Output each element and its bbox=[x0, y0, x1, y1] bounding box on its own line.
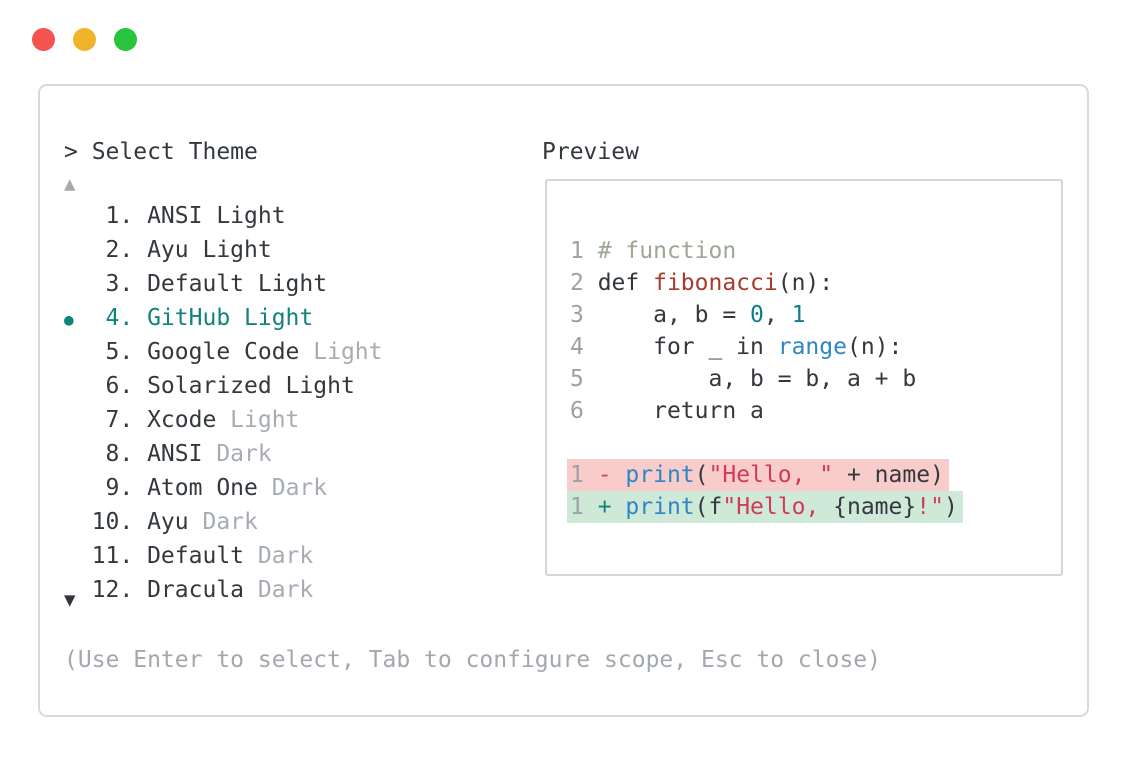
token-plain: for _ in bbox=[597, 334, 778, 360]
line-number: 2 bbox=[570, 270, 598, 296]
marker-space bbox=[64, 270, 78, 302]
theme-option-4[interactable]: ● 4. GitHub Light bbox=[64, 302, 383, 336]
token-comment: # function bbox=[597, 238, 737, 264]
marker-space bbox=[64, 508, 78, 540]
marker-space bbox=[64, 440, 78, 472]
token-sign-removed: - bbox=[597, 462, 626, 488]
zoom-button[interactable] bbox=[114, 28, 137, 51]
token-plain: (f bbox=[694, 494, 723, 520]
token-plain: , bbox=[763, 302, 792, 328]
minimize-button[interactable] bbox=[73, 28, 96, 51]
marker-space bbox=[64, 406, 78, 438]
code-line: 5 a, b = b, a + b bbox=[570, 363, 1061, 395]
theme-variant: Light bbox=[313, 339, 383, 365]
code-line: 6 return a bbox=[570, 395, 1061, 427]
token-sign-added: + bbox=[597, 494, 626, 520]
line-number: 3 bbox=[570, 302, 598, 328]
theme-list: 1. ANSI Light 2. Ayu Light 3. Default Li… bbox=[64, 200, 383, 608]
line-number: 1 bbox=[570, 462, 598, 488]
theme-option-3[interactable]: 3. Default Light bbox=[64, 268, 383, 302]
token-plain: (n): bbox=[846, 334, 903, 360]
selected-bullet-icon: ● bbox=[64, 310, 74, 329]
token-plain: + name) bbox=[833, 462, 944, 488]
marker-space bbox=[64, 338, 78, 370]
theme-option-8[interactable]: 8. ANSI Dark bbox=[64, 438, 383, 472]
token-plain: a, b = bbox=[597, 302, 751, 328]
theme-variant: Dark bbox=[216, 441, 272, 467]
token-string: "Hello, " bbox=[708, 462, 834, 488]
theme-variant: Dark bbox=[257, 577, 314, 603]
marker-space bbox=[64, 236, 78, 268]
traffic-lights bbox=[32, 28, 137, 51]
theme-option-1[interactable]: 1. ANSI Light bbox=[64, 200, 383, 234]
theme-picker-panel: > Select Theme ▲ 1. ANSI Light 2. Ayu Li… bbox=[38, 84, 1089, 717]
line-number: 1 bbox=[570, 494, 598, 520]
select-theme-prompt: > Select Theme bbox=[64, 139, 258, 165]
scroll-up-icon[interactable]: ▲ bbox=[64, 173, 76, 195]
theme-option-10[interactable]: 10. Ayu Dark bbox=[64, 506, 383, 540]
preview-label: Preview bbox=[542, 139, 639, 165]
token-plain: (n): bbox=[777, 270, 834, 296]
marker-space bbox=[64, 542, 78, 574]
theme-option-5[interactable]: 5. Google Code Light bbox=[64, 336, 383, 370]
theme-variant: Dark bbox=[271, 475, 328, 501]
theme-option-7[interactable]: 7. Xcode Light bbox=[64, 404, 383, 438]
token-plain: a, b = b, a + b bbox=[597, 366, 917, 392]
token-plain: def bbox=[597, 270, 654, 296]
theme-variant: Dark bbox=[202, 509, 258, 535]
token-builtin: print bbox=[625, 494, 695, 520]
diff-line-added: 1 + print(f"Hello, {name}!") bbox=[567, 491, 1061, 523]
theme-option-12[interactable]: 12. Dracula Dark bbox=[64, 574, 383, 608]
code-line: 4 for _ in range(n): bbox=[570, 331, 1061, 363]
theme-variant: Dark bbox=[257, 543, 314, 569]
code-line: 2 def fibonacci(n): bbox=[570, 267, 1061, 299]
token-number: 0 bbox=[750, 302, 764, 328]
line-number: 4 bbox=[570, 334, 598, 360]
token-string: "Hello, bbox=[722, 494, 834, 520]
theme-option-2[interactable]: 2. Ayu Light bbox=[64, 234, 383, 268]
token-string: !" bbox=[916, 494, 944, 520]
token-plain: return a bbox=[597, 398, 764, 424]
code-line: 1 # function bbox=[570, 235, 1061, 267]
close-button[interactable] bbox=[32, 28, 55, 51]
token-number: 1 bbox=[791, 302, 806, 328]
token-plain: {name} bbox=[833, 494, 917, 520]
marker-space bbox=[64, 474, 78, 506]
line-number: 1 bbox=[570, 238, 598, 264]
theme-variant: Light bbox=[230, 407, 300, 433]
scroll-down-icon[interactable]: ▼ bbox=[64, 589, 76, 611]
marker-space bbox=[64, 202, 78, 234]
token-builtin: print bbox=[625, 462, 695, 488]
line-number: 6 bbox=[570, 398, 598, 424]
token-plain: ) bbox=[943, 494, 958, 520]
theme-option-11[interactable]: 11. Default Dark bbox=[64, 540, 383, 574]
theme-option-9[interactable]: 9. Atom One Dark bbox=[64, 472, 383, 506]
line-number: 5 bbox=[570, 366, 598, 392]
marker-space bbox=[64, 372, 78, 404]
diff-line-removed: 1 - print("Hello, " + name) bbox=[567, 459, 1061, 491]
keyboard-hint: (Use Enter to select, Tab to configure s… bbox=[64, 647, 881, 673]
token-builtin: range bbox=[777, 334, 847, 360]
code-line: 3 a, b = 0, 1 bbox=[570, 299, 1061, 331]
token-func: fibonacci bbox=[653, 270, 778, 296]
theme-option-6[interactable]: 6. Solarized Light bbox=[64, 370, 383, 404]
token-plain: ( bbox=[694, 462, 709, 488]
code-line bbox=[570, 427, 1061, 459]
